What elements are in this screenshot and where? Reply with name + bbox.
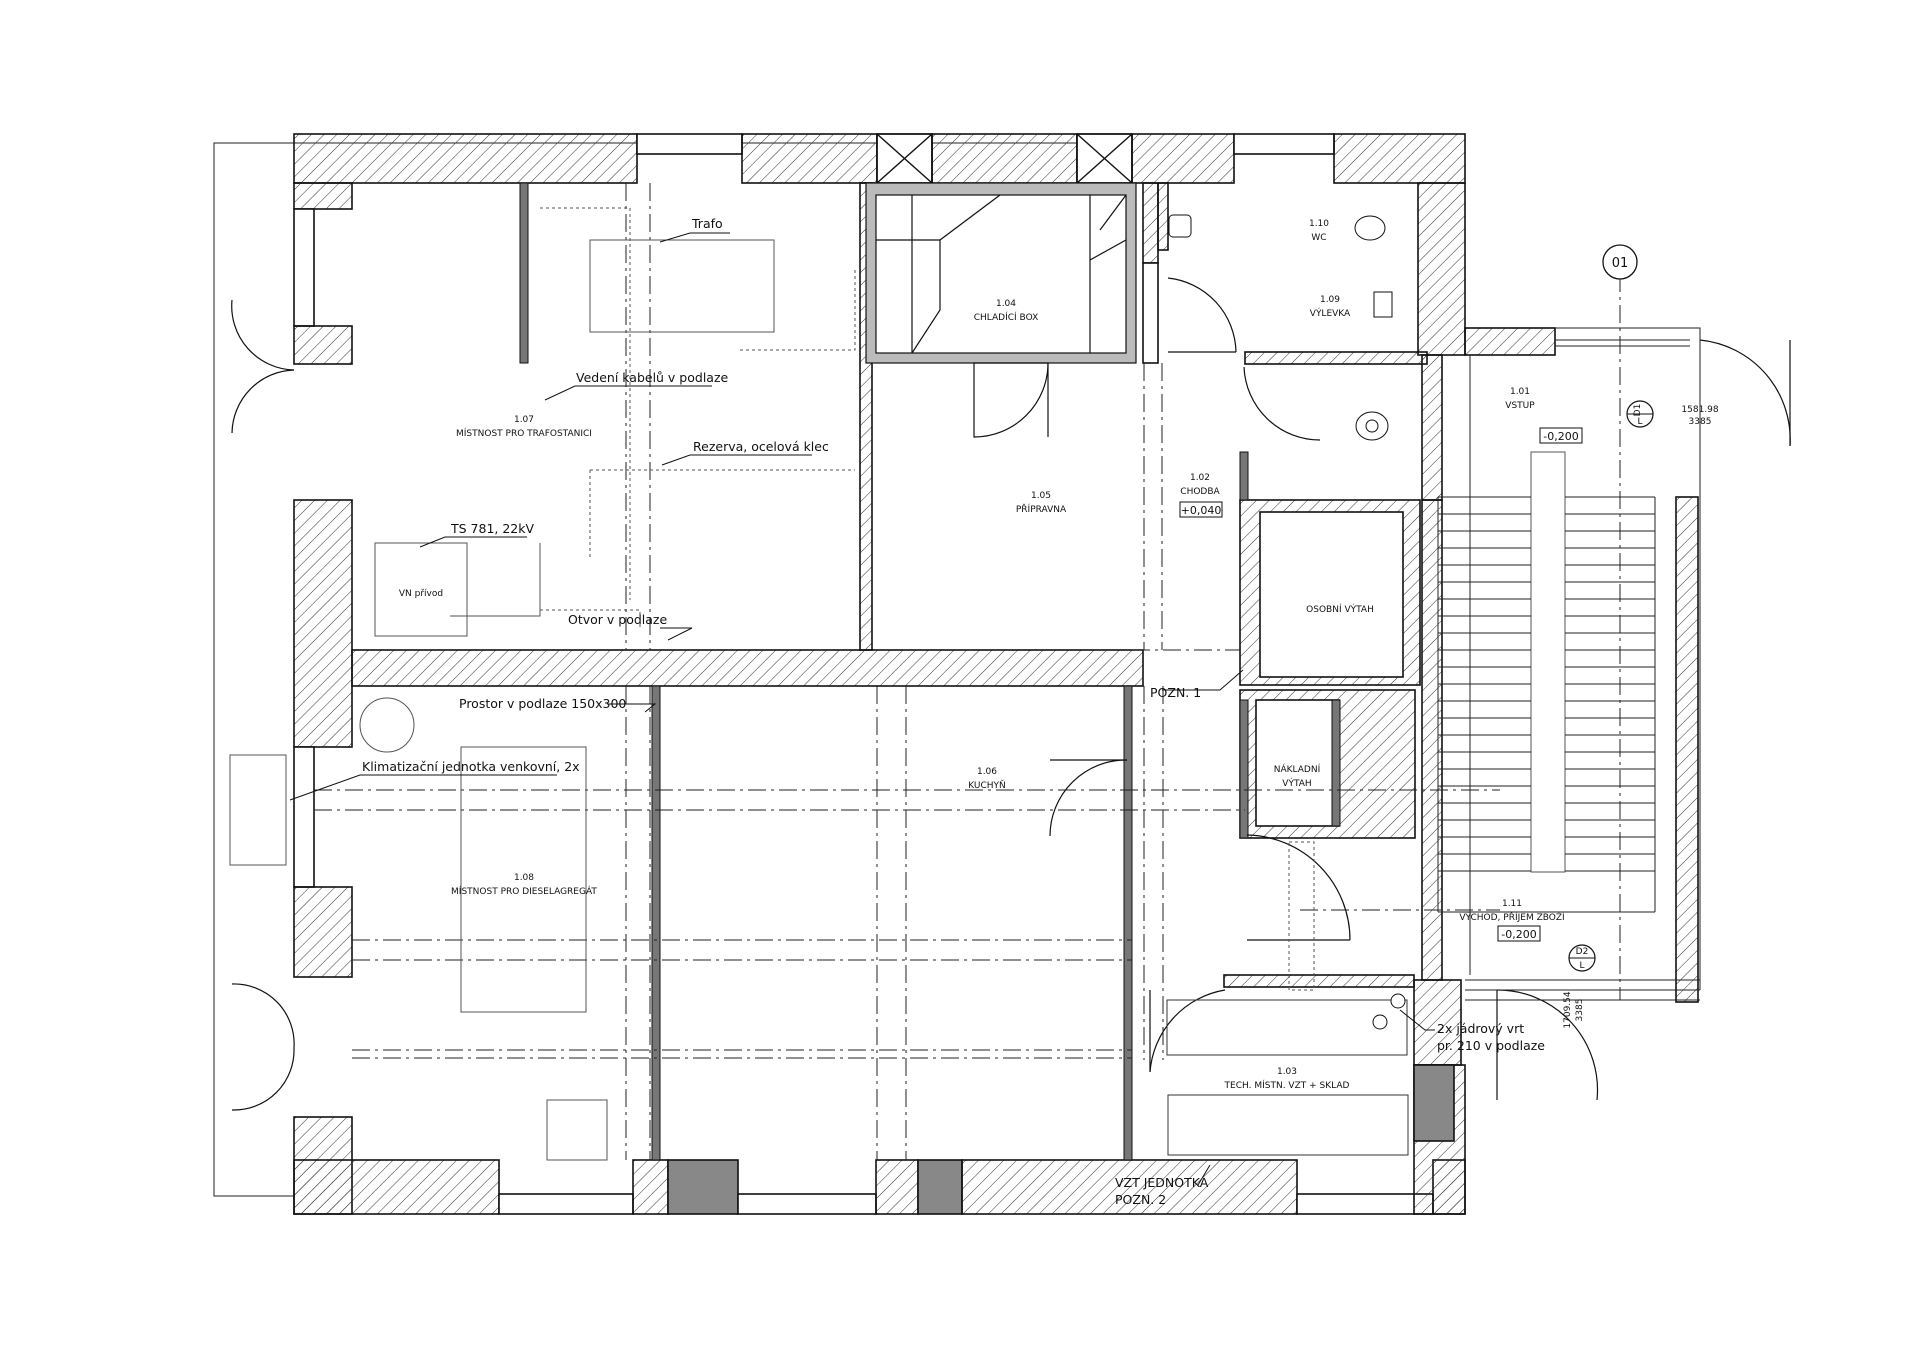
- note-floor-space: Prostor v podlaze 150x300: [459, 696, 626, 711]
- room-1-05-number: 1.05: [1031, 491, 1051, 501]
- axis-label: 01: [1612, 256, 1629, 271]
- room-1-08-name: MÍSTNOST PRO DIESELAGREGÁT: [451, 885, 597, 897]
- room-1-09-name: VÝLEVKA: [1310, 307, 1351, 319]
- note-vzt-2: POZN. 2: [1115, 1192, 1166, 1207]
- elevator-cargo-label-1: NÁKLADNÍ: [1274, 763, 1321, 775]
- room-1-10-number: 1.10: [1309, 219, 1329, 229]
- d1-dim: 3385: [1689, 417, 1712, 427]
- annotations: Trafo Vedení kabelů v podlaze Rezerva, o…: [362, 216, 1545, 1207]
- room-1-01-name: VSTUP: [1505, 401, 1535, 411]
- elevator-cargo-label-2: VÝTAH: [1282, 777, 1311, 789]
- note-floor-opening: Otvor v podlaze: [568, 612, 667, 627]
- d1-l: L: [1637, 417, 1642, 427]
- note-ts: TS 781, 22kV: [450, 521, 534, 536]
- room-1-10-name: WC: [1311, 233, 1326, 243]
- equipment-outlines: [229, 207, 1566, 1161]
- room-1-07-name: MÍSTNOST PRO TRAFOSTANICI: [456, 427, 592, 439]
- room-1-05-name: PŘÍPRAVNA: [1016, 503, 1067, 515]
- note-pozn1: POZN. 1: [1150, 685, 1201, 700]
- note-core-2: pr. 210 v podlaze: [1437, 1038, 1545, 1053]
- d2-value: 1709.54: [1563, 991, 1573, 1028]
- room-1-11-name: VÝCHOD, PŘÍJEM ZBOŽÍ: [1459, 911, 1565, 923]
- vn-privod-label: VN přívod: [399, 589, 443, 599]
- doors: [231, 277, 1791, 1111]
- room-1-02-name: CHODBA: [1180, 487, 1220, 497]
- equipment-labels: OSOBNÍ VÝTAH NÁKLADNÍ VÝTAH VN přívod: [399, 589, 1374, 789]
- room-1-01-number: 1.01: [1510, 387, 1530, 397]
- room-1-11-number: 1.11: [1502, 899, 1522, 909]
- d2-dim: 3385: [1575, 999, 1585, 1022]
- entrance: [1465, 327, 1701, 1001]
- note-trafo: Trafo: [691, 216, 723, 231]
- room-1-03-name: TECH. MÍSTN. VZT + SKLAD: [1224, 1079, 1350, 1091]
- room-1-06-number: 1.06: [977, 767, 997, 777]
- room-1-04-number: 1.04: [996, 299, 1016, 309]
- dark-walls: [519, 182, 1341, 1161]
- axis-lines: [314, 183, 1621, 1160]
- note-vzt-1: VZT JEDNOTKA: [1115, 1175, 1209, 1190]
- note-reserve: Rezerva, ocelová klec: [693, 439, 829, 454]
- room-1-02-number: 1.02: [1190, 473, 1210, 483]
- cooling-box: [865, 182, 1137, 364]
- section-marker-d1: D1 L 1581.98 3385: [1626, 400, 1719, 428]
- room-1-06-name: KUCHYŇ: [968, 780, 1006, 791]
- room-1-04-name: CHLADÍCÍ BOX: [974, 311, 1039, 323]
- room-labels: 1.01 VSTUP -0,200 1.02 CHODBA +0,040 1.0…: [451, 219, 1583, 1091]
- room-1-01-level: -0,200: [1543, 430, 1578, 443]
- room-1-08-number: 1.08: [514, 873, 534, 883]
- d2-l: L: [1579, 961, 1584, 971]
- d1-value: 1581.98: [1681, 405, 1718, 415]
- d2-label: D2: [1576, 947, 1589, 957]
- leader-lines: [289, 232, 1435, 1186]
- axis-marker-01: 01: [1602, 244, 1638, 280]
- note-cables: Vedení kabelů v podlaze: [576, 370, 729, 385]
- fixtures: [1168, 214, 1406, 1030]
- d1-label: D1: [1633, 404, 1643, 417]
- room-1-03-number: 1.03: [1277, 1067, 1297, 1077]
- room-1-09-number: 1.09: [1320, 295, 1340, 305]
- section-marker-d2: D2 L 1709.54 3385: [1563, 944, 1596, 1029]
- room-1-11-level: -0,200: [1501, 928, 1536, 941]
- note-core-1: 2x jádrový vrt: [1437, 1021, 1524, 1036]
- stairs: [1437, 496, 1656, 913]
- room-1-07-number: 1.07: [514, 415, 534, 425]
- elevator-passenger-label: OSOBNÍ VÝTAH: [1306, 603, 1374, 615]
- room-1-02-level: +0,040: [1181, 504, 1222, 517]
- note-ac-unit: Klimatizační jednotka venkovní, 2x: [362, 759, 580, 774]
- exterior-walls: [293, 133, 1699, 1215]
- interior-walls: [351, 182, 1443, 988]
